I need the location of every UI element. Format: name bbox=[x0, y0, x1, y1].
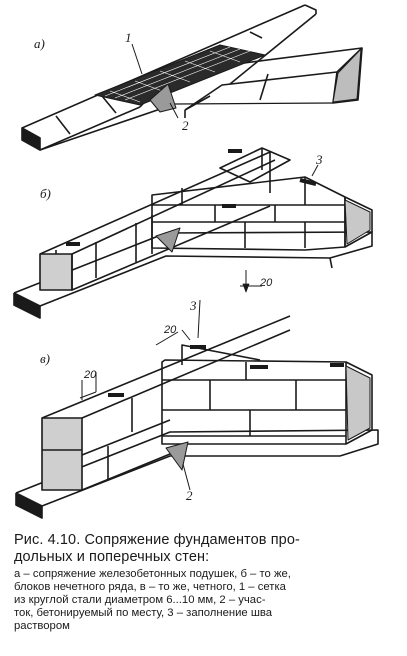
callout-c-20-top: 20 bbox=[163, 324, 177, 336]
callout-a-1: 1 bbox=[125, 30, 132, 45]
figure-drawing: а) б) в) 1 2 3 20 3 20 20 2 bbox=[13, 4, 379, 519]
panel-label-c: в) bbox=[40, 351, 50, 366]
callout-b-3: 3 bbox=[315, 152, 323, 167]
callout-c-2: 2 bbox=[186, 488, 193, 503]
callout-a-2: 2 bbox=[182, 118, 189, 133]
callout-b-20: 20 bbox=[259, 277, 273, 289]
panel-a-drawing bbox=[21, 4, 363, 151]
caption-title-line: дольных и поперечных стен: bbox=[14, 549, 210, 565]
panel-label-b: б) bbox=[40, 186, 51, 201]
figure-caption: Рис. 4.10. Сопряжение фундаментов про- д… bbox=[14, 532, 398, 633]
panel-b-drawing bbox=[13, 147, 373, 319]
panel-label-a: а) bbox=[34, 36, 45, 51]
caption-body-line: блоков нечетного ряда, в – то же, четног… bbox=[14, 581, 286, 593]
caption-title: Рис. 4.10. Сопряжение фундаментов про- д… bbox=[14, 532, 398, 566]
panel-c-drawing bbox=[15, 299, 379, 519]
caption-body: а – сопряжение железобетонных подушек, б… bbox=[14, 568, 398, 633]
callout-c-20-left: 20 bbox=[83, 369, 97, 381]
caption-body-line: а – сопряжение железобетонных подушек, б… bbox=[14, 568, 291, 580]
caption-body-line: ток, бетонируемый по месту, 3 – заполнен… bbox=[14, 607, 273, 619]
caption-body-line: раствором bbox=[14, 620, 70, 632]
caption-body-line: из круглой стали диаметром 6...10 мм, 2 … bbox=[14, 594, 266, 606]
caption-title-line: Рис. 4.10. Сопряжение фундаментов про- bbox=[14, 532, 300, 548]
callout-c-3: 3 bbox=[189, 298, 197, 313]
